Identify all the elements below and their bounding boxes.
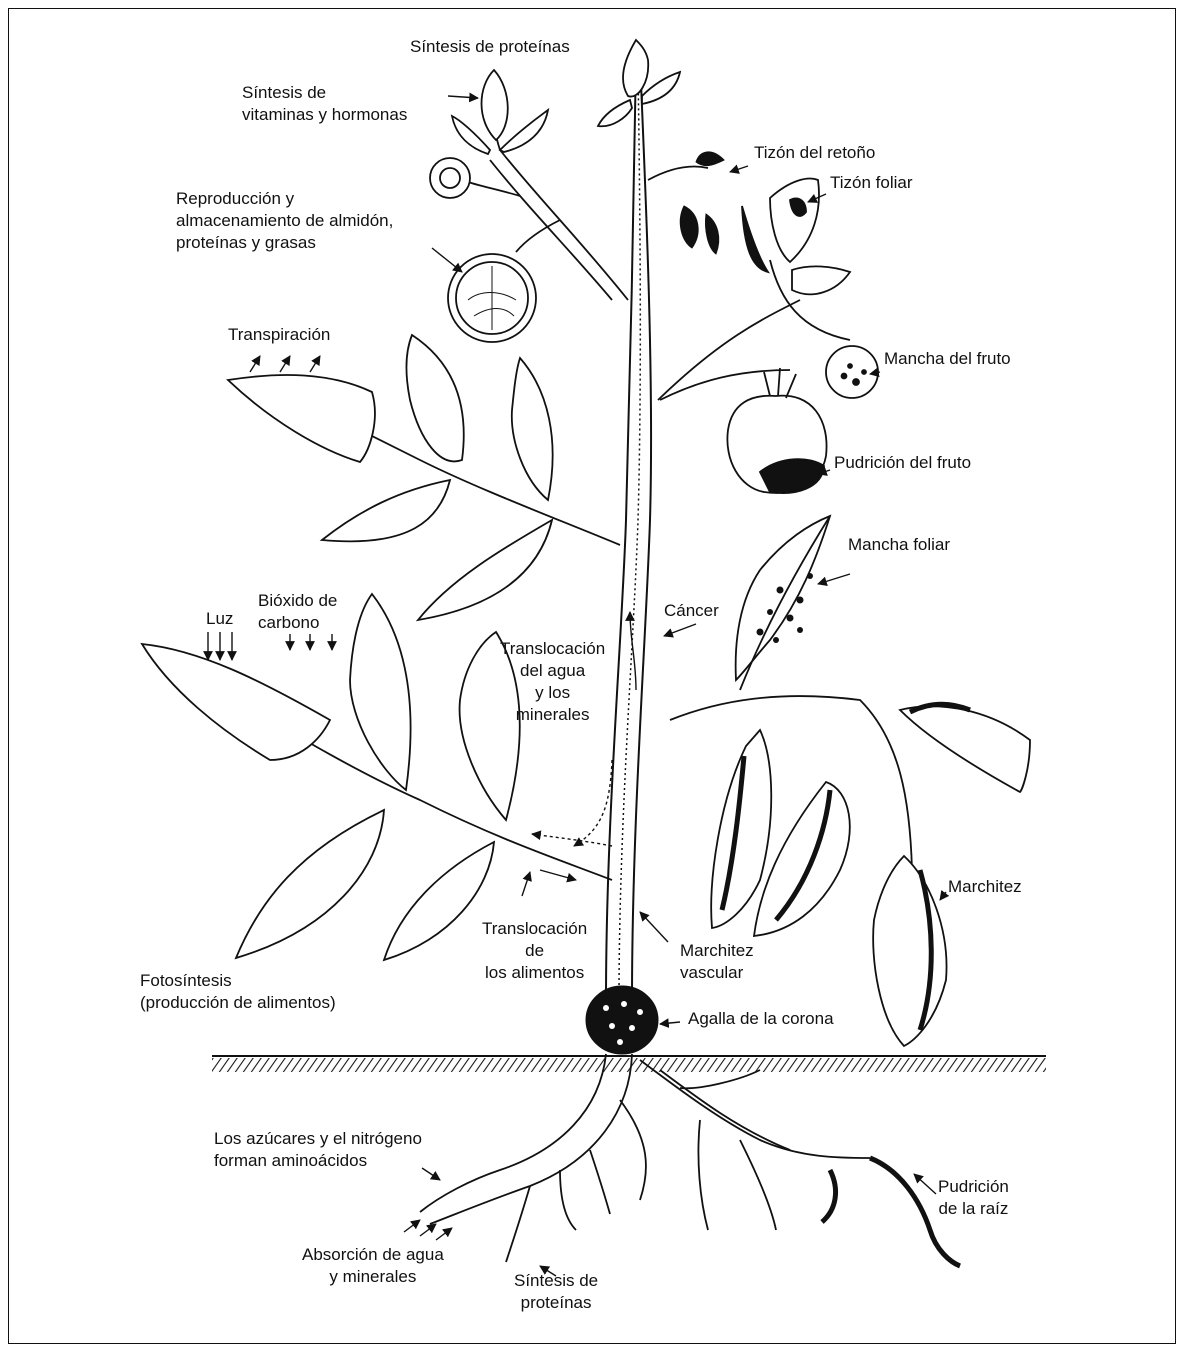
root-system [420,1054,960,1266]
label-carbon-dioxide: Bióxido de carbono [258,590,337,634]
label-vitamins-hormones: Síntesis de vitaminas y hormonas [242,82,407,126]
label-sugars-nitrogen: Los azúcares y el nitrógeno forman amino… [214,1128,422,1172]
label-water-translocation: Translocación del agua y los minerales [500,638,605,726]
label-leaf-blight: Tizón foliar [830,172,913,194]
label-reproduction-storage: Reproducción y almacenamiento de almidón… [176,188,393,254]
label-photosynthesis: Fotosíntesis (producción de alimentos) [140,970,336,1014]
spotted-fruit [826,346,878,398]
label-transpiration: Transpiración [228,324,330,346]
label-leaf-spot: Mancha foliar [848,534,950,556]
crown-gall [586,986,658,1054]
label-water-absorption: Absorción de agua y minerales [302,1244,444,1288]
label-fruit-rot: Pudrición del fruto [834,452,971,474]
label-crown-gall: Agalla de la corona [688,1008,834,1030]
label-shoot-blight: Tizón del retoño [754,142,875,164]
label-vascular-wilt: Marchitez vascular [680,940,754,984]
label-root-rot: Pudrición de la raíz [938,1176,1009,1220]
spotted-leaf [736,516,830,690]
label-protein-synthesis-top: Síntesis de proteínas [410,36,570,58]
top-leaflet [598,40,680,126]
right-branches [648,167,912,871]
leaf-blight [742,179,850,295]
soil-line [212,1056,1046,1072]
label-light: Luz [206,608,233,630]
label-fruit-spot: Mancha del fruto [884,348,1011,370]
main-stem [606,60,651,1000]
label-food-translocation: Translocación de los alimentos [482,918,587,984]
label-protein-synthesis-root: Síntesis de proteínas [514,1270,598,1314]
upper-left-leaf [228,335,620,620]
label-canker: Cáncer [664,600,719,622]
upper-shoots [430,70,628,342]
rotting-fruit [727,368,826,493]
label-wilt: Marchitez [948,876,1022,898]
